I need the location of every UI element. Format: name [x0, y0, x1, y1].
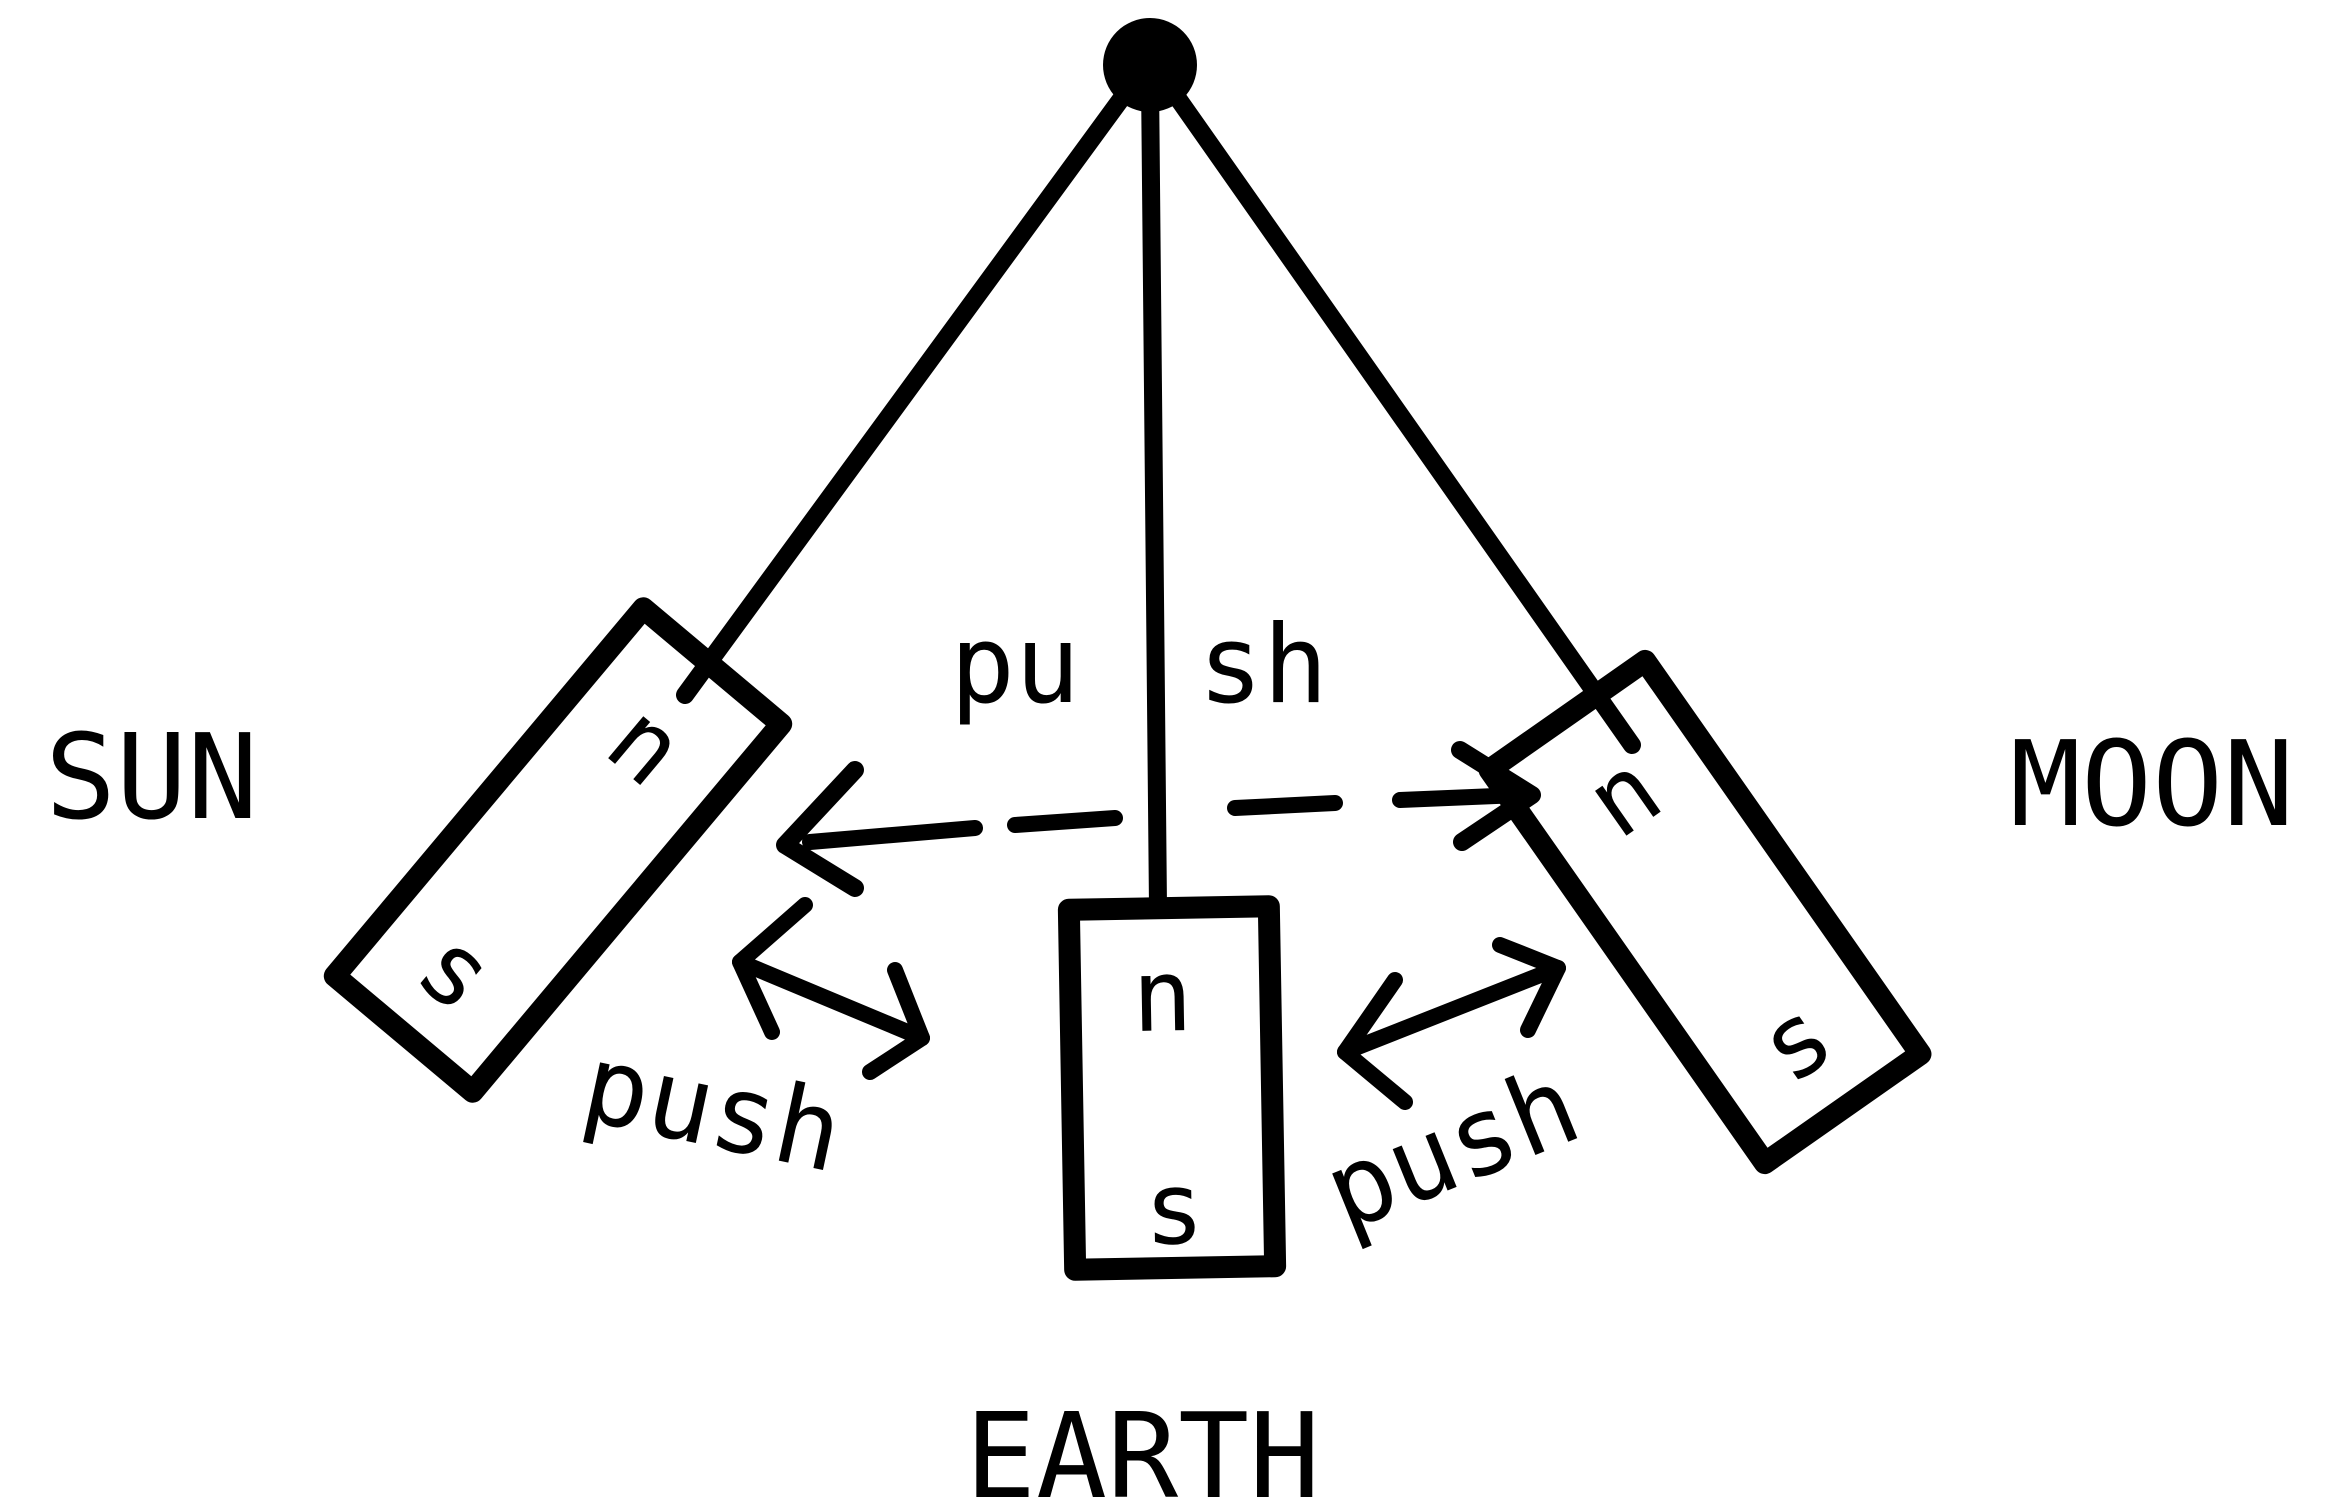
push-label-top-left: pu — [950, 603, 1080, 728]
earth-magnet: n s — [1069, 906, 1275, 1269]
earth-magnet-south-label: s — [1143, 1150, 1205, 1268]
moon-magnet-north-label: n — [1565, 730, 1681, 860]
moon-label: MOON — [2010, 715, 2294, 853]
moon-magnet-south-label: s — [1737, 976, 1853, 1106]
sun-label: SUN — [45, 708, 258, 846]
earth-label: EARTH — [965, 1387, 1320, 1508]
push-label-top-right: sh — [1198, 603, 1328, 728]
push-label-sun-earth: push — [573, 1021, 853, 1197]
push-label-earth-moon: push — [1308, 1043, 1596, 1256]
push-arrow-right — [1235, 750, 1532, 842]
earth-magnet-north-label: n — [1131, 937, 1193, 1055]
sun-magnet: n s — [335, 608, 781, 1091]
earth-string — [1150, 80, 1158, 908]
push-arrow-left — [785, 770, 1115, 888]
double-arrow-sun-earth — [740, 905, 922, 1072]
sun-magnet-south-label: s — [396, 907, 517, 1035]
